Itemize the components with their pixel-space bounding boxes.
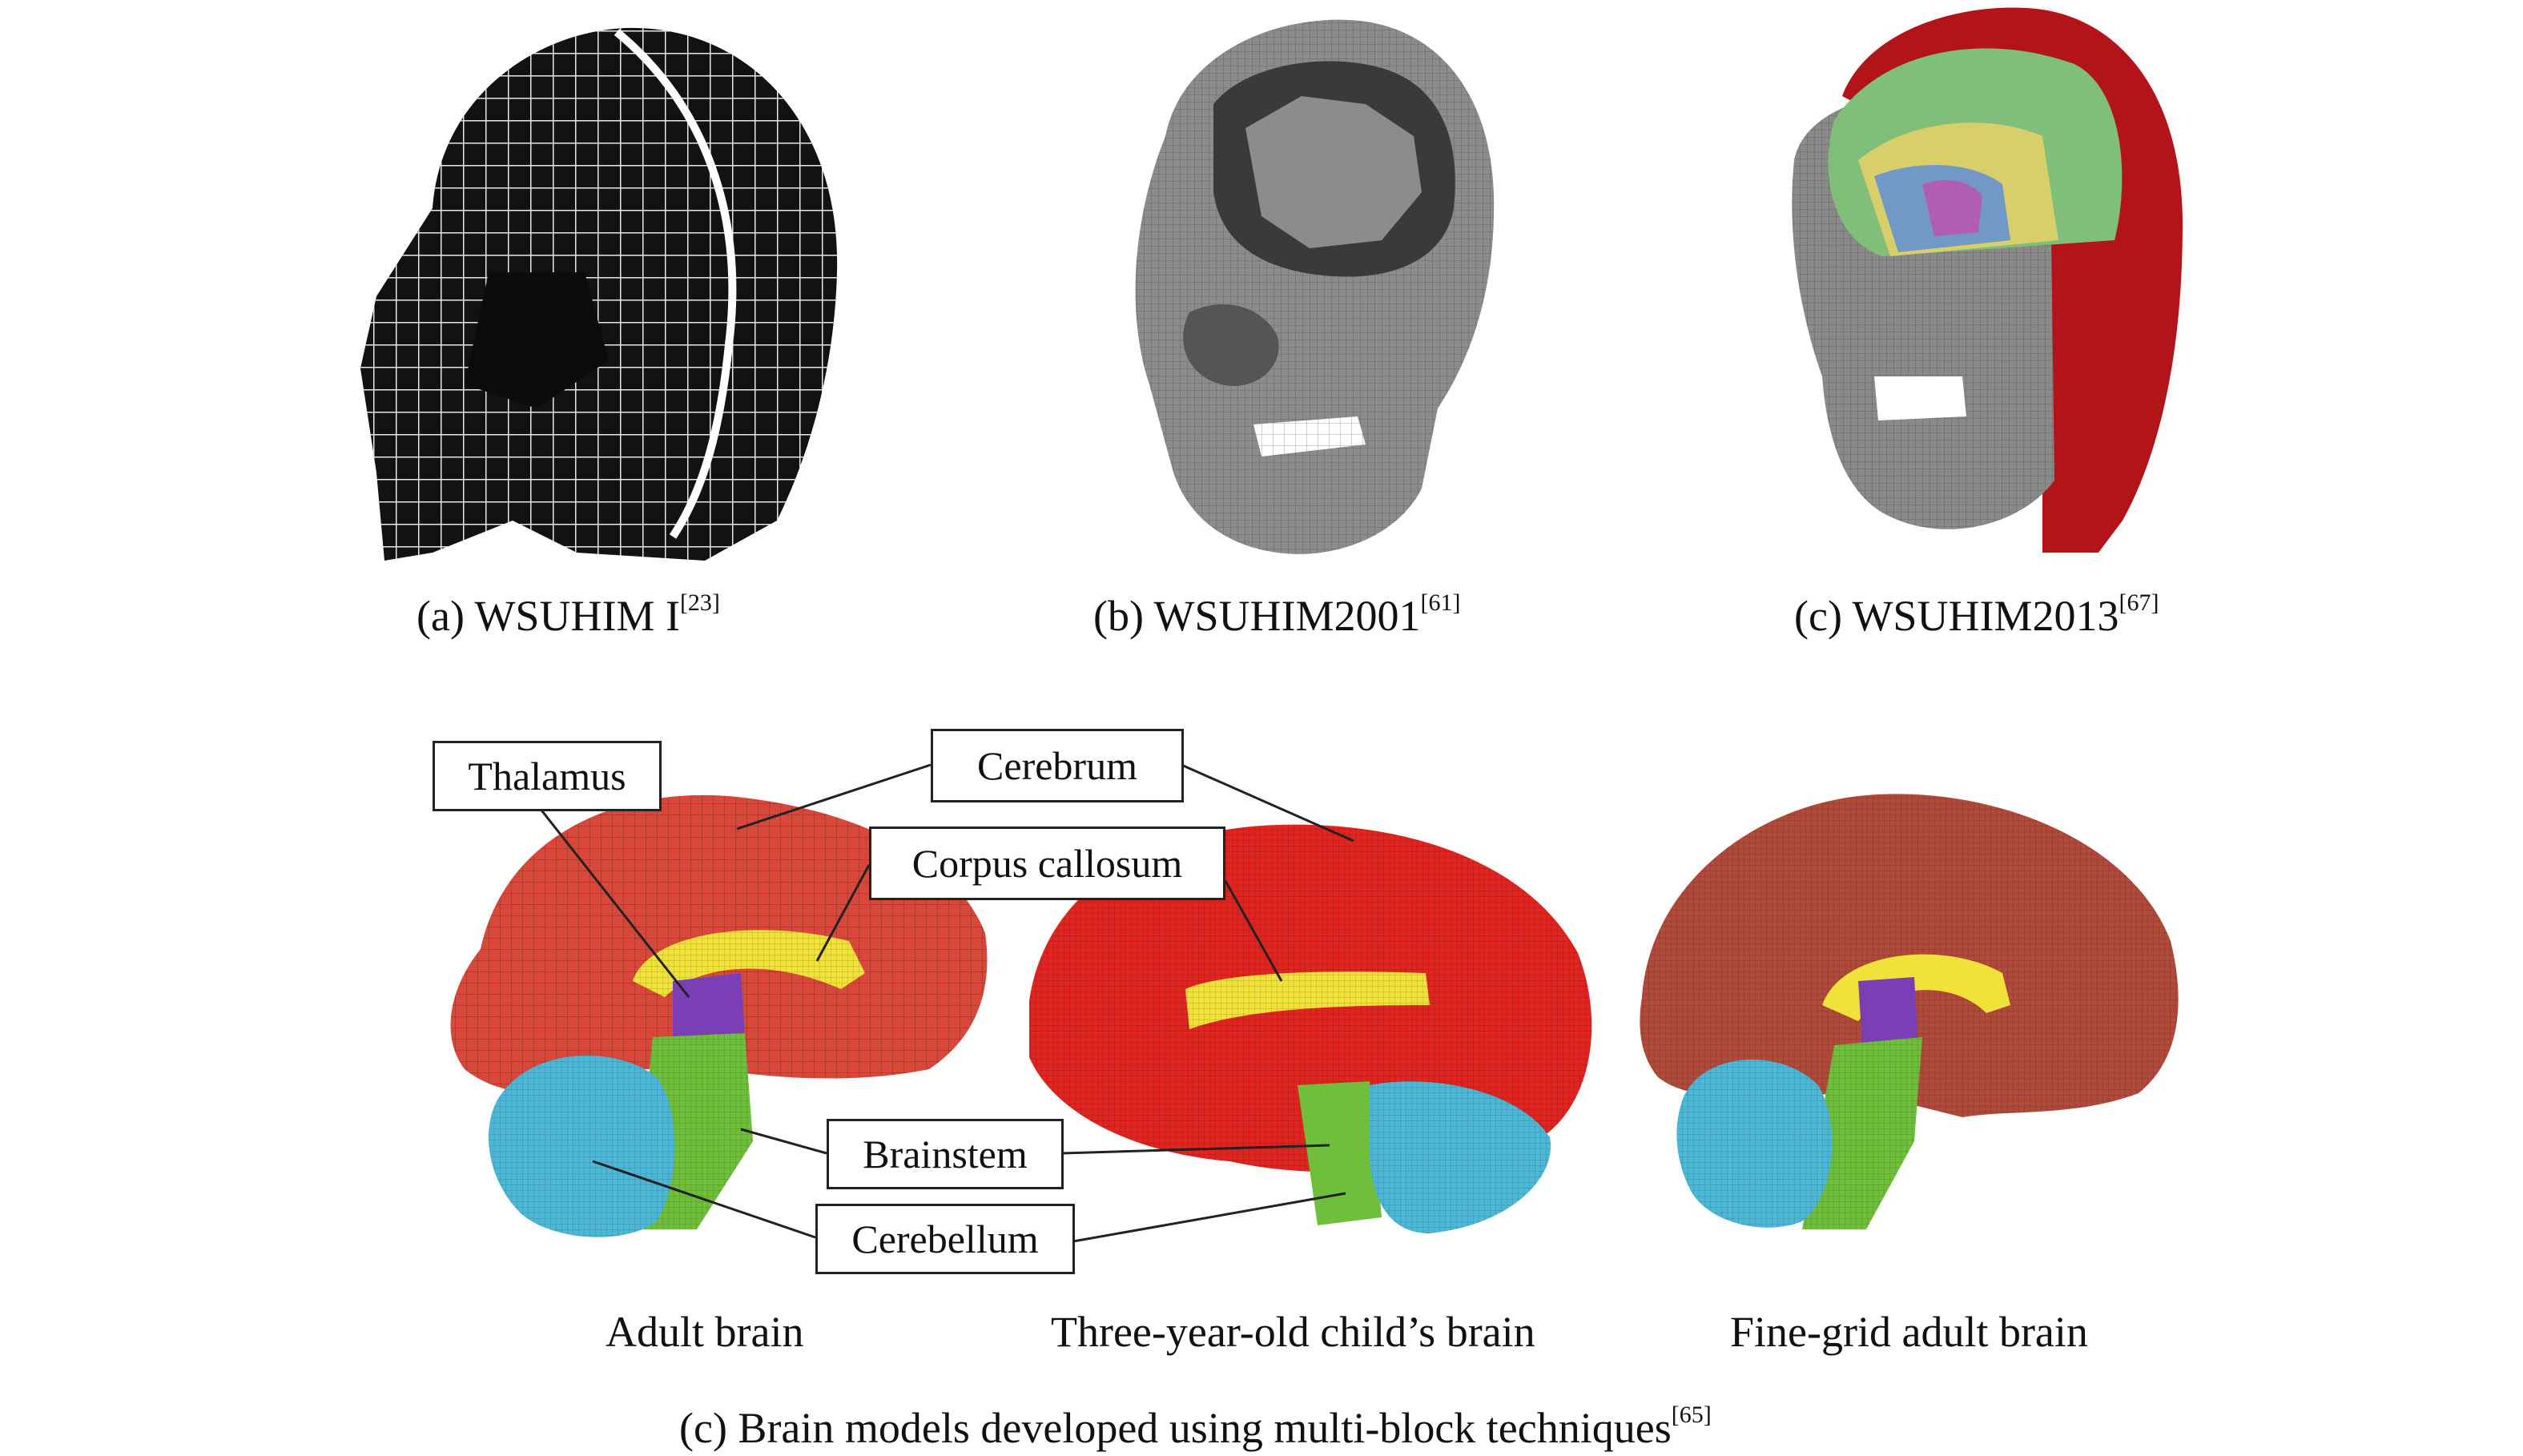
bottom-caption: (c) Brain models developed using multi-b… — [679, 1403, 1712, 1452]
bottom-caption-ref: [65] — [1671, 1402, 1712, 1428]
child-brain-caption: Three-year-old child’s brain — [1051, 1308, 1535, 1356]
fine-grid-brain-caption: Fine-grid adult brain — [1730, 1308, 2088, 1356]
label-thalamus: Thalamus — [433, 741, 662, 811]
caption-c-ref: [67] — [2119, 589, 2159, 616]
caption-b-text: (b) WSUHIM2001 — [1093, 592, 1421, 640]
child-brain-model — [1013, 801, 1606, 1249]
caption-b: (b) WSUHIM2001[61] — [1093, 591, 1460, 640]
caption-c-text: (c) WSUHIM2013 — [1794, 592, 2119, 640]
label-corpus-callosum: Corpus callosum — [869, 827, 1225, 900]
label-cerebellum: Cerebellum — [815, 1204, 1075, 1274]
fine-grid-brain-model — [1626, 781, 2187, 1237]
wsuhim-2001-model — [1093, 8, 1502, 561]
wsuhim-2013-model — [1778, 0, 2195, 561]
adult-brain-caption: Adult brain — [606, 1308, 804, 1356]
caption-a-ref: [23] — [679, 589, 720, 616]
label-cerebrum: Cerebrum — [931, 729, 1184, 802]
caption-b-ref: [61] — [1420, 589, 1461, 616]
wsuhim-i-model — [328, 8, 857, 561]
bottom-caption-text: (c) Brain models developed using multi-b… — [679, 1404, 1672, 1452]
label-brainstem: Brainstem — [827, 1119, 1064, 1189]
caption-c: (c) WSUHIM2013[67] — [1794, 591, 2159, 640]
caption-a-text: (a) WSUHIM I — [416, 592, 680, 640]
caption-a: (a) WSUHIM I[23] — [416, 591, 720, 640]
